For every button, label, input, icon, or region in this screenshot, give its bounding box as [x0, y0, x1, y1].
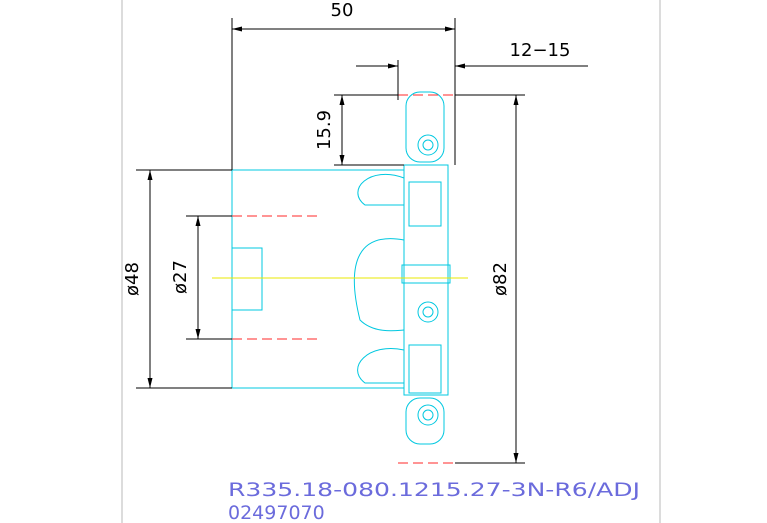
dim-offset-height: 15.9	[314, 110, 335, 150]
drawing-frame	[121, 0, 661, 523]
dim-cut-depth: 12−15	[510, 40, 571, 61]
dim-shank-diameter: ø48	[122, 262, 143, 296]
dim-overall-length: 50	[331, 0, 354, 21]
dim-bore-diameter: ø27	[170, 260, 191, 294]
dimension-lines	[136, 18, 588, 464]
tool-designation: R335.18-080.1215.27-3N-R6/ADJ	[228, 479, 640, 501]
head-disc	[403, 164, 449, 396]
part-number: 02497070	[228, 502, 325, 523]
dim-cutter-diameter: ø82	[490, 262, 511, 296]
cutter-body-outline	[231, 91, 451, 445]
center-lines	[212, 94, 468, 464]
shank-body	[231, 169, 405, 389]
bottom-screw	[417, 404, 439, 426]
bore-step	[232, 247, 263, 311]
center-screw	[417, 301, 439, 323]
top-screw	[417, 134, 439, 156]
